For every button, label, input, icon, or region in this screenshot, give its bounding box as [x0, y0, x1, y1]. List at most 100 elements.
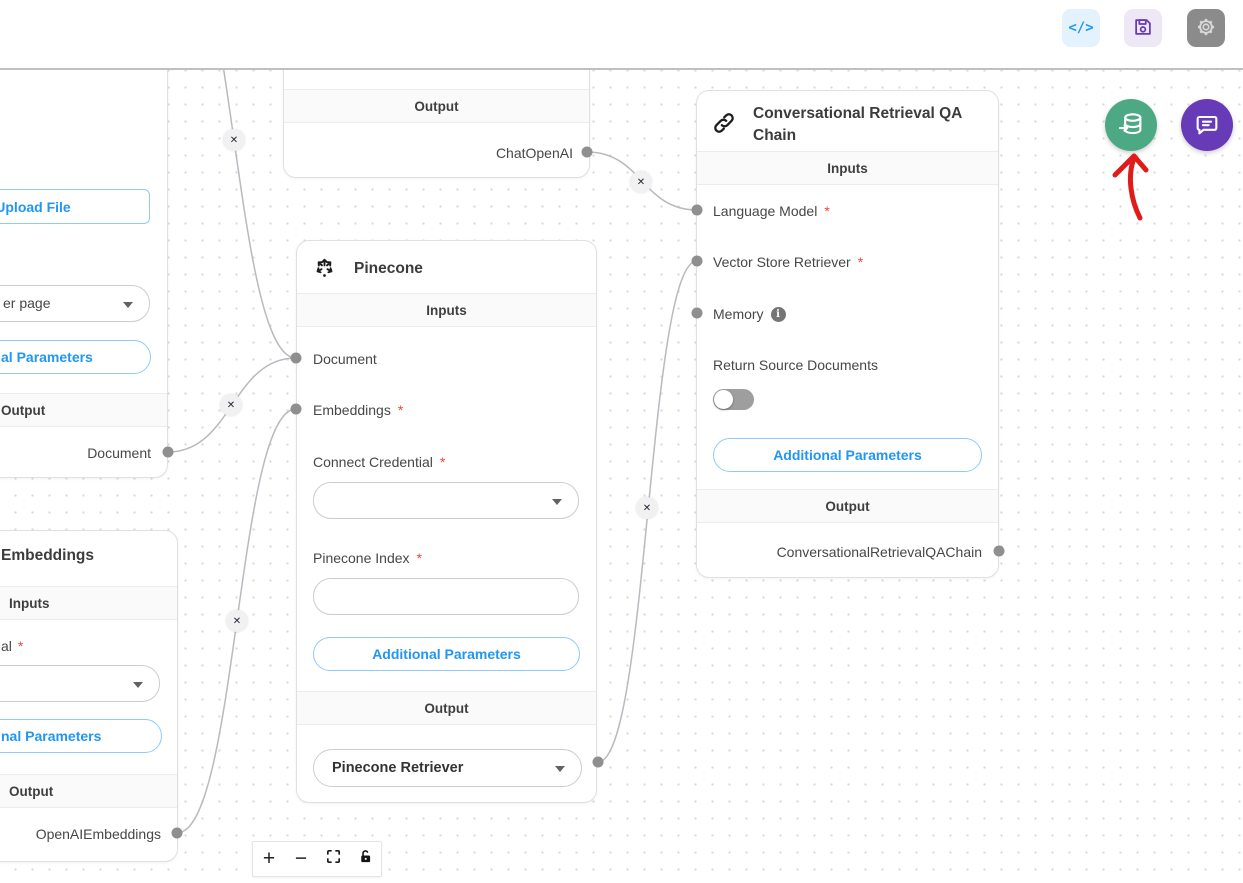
node-title: Pinecone — [354, 259, 423, 277]
conversational-chain-output-handle[interactable] — [993, 545, 1005, 557]
document-param-label: Document — [313, 351, 377, 367]
required-mark: * — [824, 203, 830, 219]
inputs-section-header: Inputs — [297, 293, 596, 327]
label-text: Connect Credential — [313, 454, 433, 470]
embeddings-output-label: OpenAIEmbeddings — [35, 826, 161, 842]
section-label: Output — [424, 700, 469, 716]
output-type-value: Pinecone Retriever — [332, 760, 464, 776]
language-model-input-handle[interactable] — [691, 204, 703, 216]
memory-input-handle[interactable] — [691, 307, 703, 319]
additional-parameters-label: nal Parameters — [1, 728, 102, 744]
section-label: Inputs — [426, 302, 467, 318]
edge-delete-button[interactable]: ✕ — [636, 497, 658, 519]
top-bar: </> — [0, 0, 1243, 70]
chatopenai-output-label: ChatOpenAI — [495, 145, 573, 161]
inputs-section-header: Inputs — [697, 151, 998, 185]
embeddings-param-label: Embeddings* — [313, 402, 403, 418]
additional-parameters-button[interactable] — [0, 340, 151, 374]
chat-fab[interactable] — [1181, 99, 1233, 151]
chatopenai-node[interactable]: Output ChatOpenAI — [283, 70, 590, 178]
toggle-knob — [714, 390, 733, 409]
fit-view-icon — [325, 847, 342, 871]
canvas-controls: + − — [252, 841, 382, 877]
pinecone-index-label: Pinecone Index* — [313, 550, 422, 566]
label-text: Document — [313, 351, 377, 367]
credential-dropdown[interactable] — [313, 482, 579, 519]
section-label: Output — [825, 498, 870, 514]
conversational-retrieval-qa-chain-node[interactable]: Conversational Retrieval QA Chain Inputs… — [696, 90, 999, 578]
connect-credential-label: al * — [1, 638, 23, 654]
return-source-documents-toggle[interactable] — [713, 389, 754, 410]
flow-canvas[interactable]: Output ChatOpenAI Upload File er page al… — [0, 70, 1243, 883]
database-upsert-icon — [1117, 110, 1145, 141]
additional-parameters-label: al Parameters — [1, 349, 93, 365]
edge-delete-button[interactable]: ✕ — [226, 610, 248, 632]
edge-upstream-to-pinecone-document[interactable] — [172, 70, 297, 359]
additional-parameters-button[interactable]: Additional Parameters — [713, 438, 982, 472]
section-label: Output — [414, 98, 459, 114]
chevron-down-icon — [123, 301, 133, 308]
upsert-database-fab[interactable] — [1105, 99, 1157, 151]
language-model-label: Language Model * — [713, 203, 830, 219]
zoom-in-button[interactable]: + — [254, 844, 284, 874]
fit-view-button[interactable] — [318, 844, 348, 874]
output-section-header: Output — [697, 489, 998, 523]
label-text: Language Model — [713, 203, 818, 219]
document-loader-node[interactable]: Upload File er page al Parameters Output… — [0, 70, 168, 478]
vector-store-retriever-input-handle[interactable] — [691, 255, 703, 267]
zoom-out-button[interactable]: − — [286, 844, 316, 874]
label-text: Return Source Documents — [713, 357, 878, 373]
pinecone-node[interactable]: Pinecone Inputs Document Embeddings* Con… — [296, 240, 597, 803]
vector-store-retriever-label: Vector Store Retriever * — [713, 254, 863, 270]
required-mark: * — [397, 402, 404, 418]
edge-delete-button[interactable]: ✕ — [220, 394, 242, 416]
additional-parameters-button[interactable] — [0, 719, 162, 753]
required-mark: * — [439, 454, 446, 470]
settings-button[interactable] — [1187, 9, 1225, 47]
additional-parameters-label: Additional Parameters — [773, 447, 922, 463]
output-section-header: Output — [0, 393, 167, 427]
lock-interactivity-button[interactable] — [350, 844, 380, 874]
view-code-button[interactable]: </> — [1062, 9, 1100, 47]
pinecone-embeddings-input-handle[interactable] — [290, 403, 302, 415]
output-type-dropdown[interactable]: Pinecone Retriever — [313, 749, 582, 787]
document-output-handle[interactable] — [162, 446, 174, 458]
save-icon — [1132, 16, 1154, 41]
save-button[interactable] — [1124, 9, 1162, 47]
upload-file-button[interactable]: Upload File — [0, 189, 150, 224]
node-header: Conversational Retrieval QA Chain — [697, 91, 998, 160]
pinecone-icon — [311, 253, 338, 285]
chain-icon — [711, 110, 737, 141]
required-mark: * — [17, 638, 24, 654]
label-text: Memory — [713, 306, 764, 322]
edge-delete-button[interactable]: ✕ — [630, 171, 652, 193]
pinecone-document-input-handle[interactable] — [290, 352, 302, 364]
return-source-documents-label: Return Source Documents — [713, 357, 878, 373]
openai-embeddings-output-handle[interactable] — [171, 827, 183, 839]
upload-file-label: Upload File — [0, 198, 71, 215]
connect-credential-label: Connect Credential * — [313, 454, 445, 470]
label-text: Pinecone Index — [313, 550, 410, 566]
output-section-header: Output — [0, 774, 177, 808]
pinecone-retriever-output-handle[interactable] — [592, 756, 604, 768]
chevron-down-icon — [555, 766, 565, 772]
page-mode-dropdown[interactable] — [0, 285, 150, 322]
additional-parameters-label: Additional Parameters — [372, 646, 521, 662]
document-output-label: Document — [87, 445, 151, 461]
additional-parameters-button[interactable]: Additional Parameters — [313, 637, 580, 671]
openai-embeddings-node[interactable]: Embeddings Inputs al* nal Parameters Out… — [0, 530, 178, 862]
chat-bubble-icon — [1193, 110, 1221, 141]
output-section-header: Output — [284, 89, 589, 123]
code-icon: </> — [1068, 20, 1094, 36]
required-mark: * — [857, 254, 864, 270]
edge-delete-button[interactable]: ✕ — [223, 129, 245, 151]
pinecone-index-input[interactable] — [313, 578, 579, 615]
label-text: al — [1, 638, 12, 654]
minus-icon: − — [294, 847, 308, 870]
output-section-header: Output — [297, 691, 596, 725]
credential-dropdown[interactable] — [0, 665, 160, 702]
plus-icon: + — [262, 847, 276, 870]
chatopenai-output-handle[interactable] — [581, 146, 593, 158]
label-text: Vector Store Retriever — [713, 254, 851, 270]
section-label: Inputs — [827, 160, 868, 176]
